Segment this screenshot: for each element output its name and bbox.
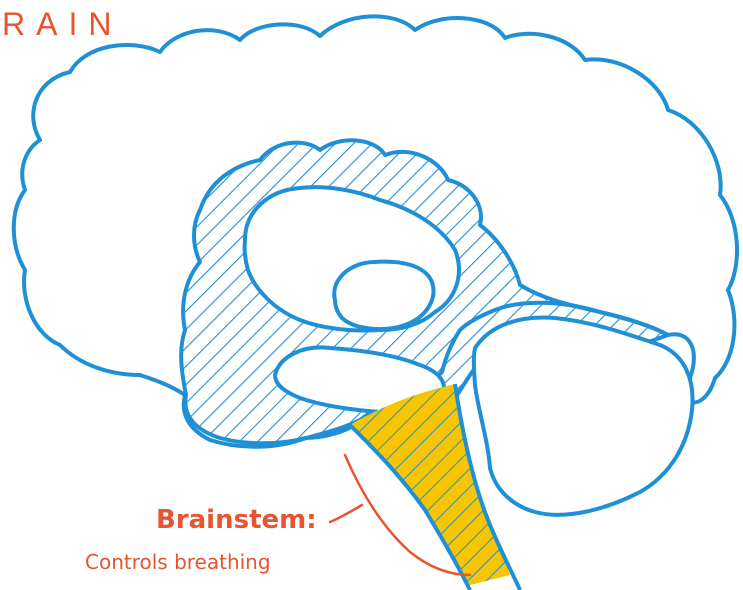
inner-oval (334, 262, 433, 329)
brainstem-label-title: Brainstem: (156, 505, 317, 535)
callout-line (330, 505, 362, 522)
cerebellum-outline (474, 317, 693, 514)
brainstem-label-description: Controls breathing (85, 550, 271, 574)
diagram-heading: RAIN (2, 6, 122, 43)
